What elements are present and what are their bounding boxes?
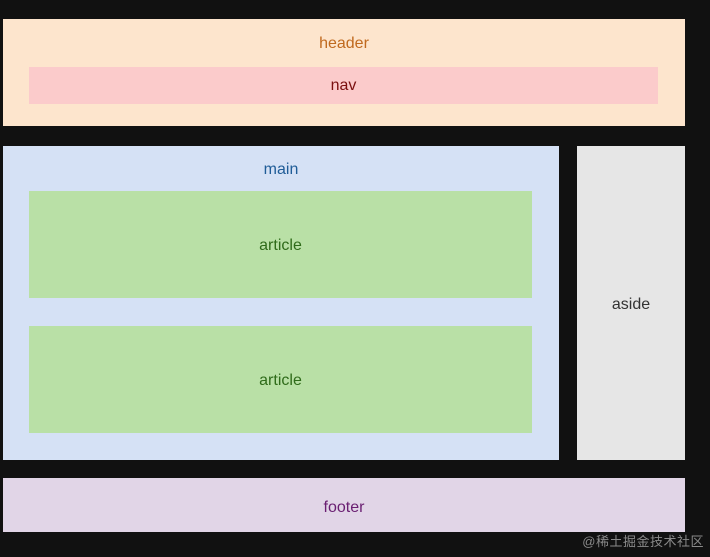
watermark-text: @稀土掘金技术社区 <box>582 534 704 549</box>
article-label-2: article <box>259 372 302 389</box>
footer-label: footer <box>323 499 365 516</box>
aside-label: aside <box>611 296 651 313</box>
header-label: header <box>319 35 369 52</box>
main-label: main <box>263 161 299 178</box>
aside-block: aside <box>577 146 685 460</box>
article-block-2: article <box>29 326 532 433</box>
article-block-1: article <box>29 191 532 298</box>
article-label-1: article <box>259 237 302 254</box>
footer-block: footer <box>3 478 685 532</box>
nav-block: nav <box>29 67 658 104</box>
nav-label: nav <box>330 77 357 94</box>
